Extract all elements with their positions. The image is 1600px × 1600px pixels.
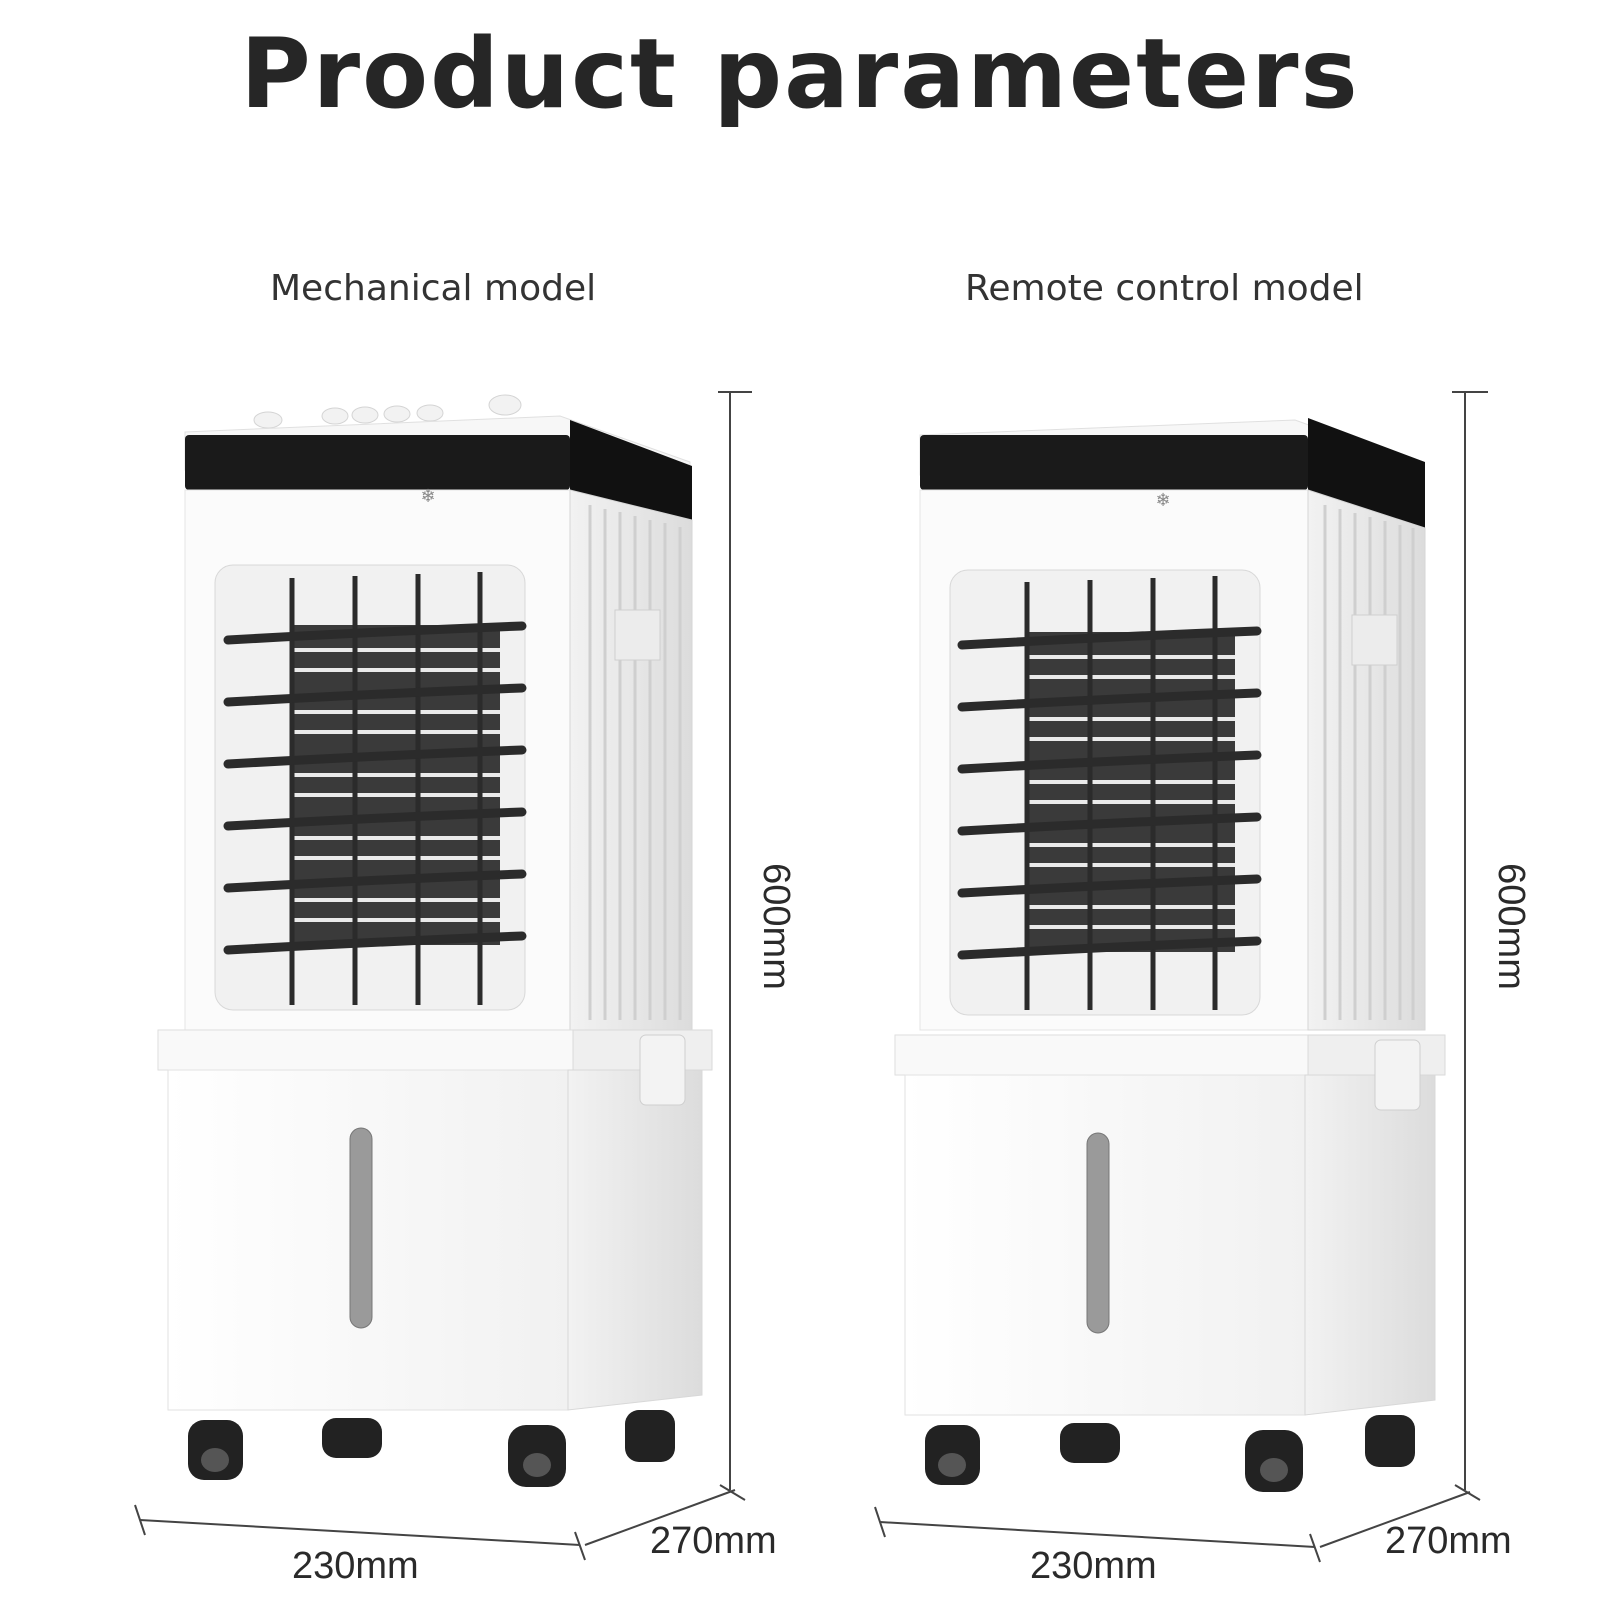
depth-label-remote: 270mm: [1385, 1520, 1512, 1562]
dimension-lines: [874, 391, 1488, 1563]
model-label-remote: Remote control model: [965, 268, 1364, 309]
width-label-remote: 230mm: [1030, 1545, 1157, 1587]
height-label-remote: 600mm: [1489, 863, 1532, 990]
water-level-window: [1086, 1132, 1110, 1334]
snowflake-icon: ❄: [420, 486, 435, 507]
height-label-mechanical: 600mm: [754, 863, 797, 990]
model-label-mechanical: Mechanical model: [270, 268, 597, 309]
water-level-window: [349, 1127, 373, 1329]
snowflake-icon: ❄: [1155, 490, 1170, 511]
wheels: [188, 1410, 675, 1487]
page-title: Product parameters: [240, 18, 1360, 130]
unit-mechanical: ❄: [134, 391, 752, 1561]
width-label-mechanical: 230mm: [292, 1545, 419, 1587]
depth-label-mechanical: 270mm: [650, 1520, 777, 1562]
control-knobs: [253, 394, 522, 429]
unit-remote: ❄: [874, 391, 1488, 1563]
dimension-lines: [134, 391, 752, 1561]
wheels: [925, 1415, 1415, 1492]
